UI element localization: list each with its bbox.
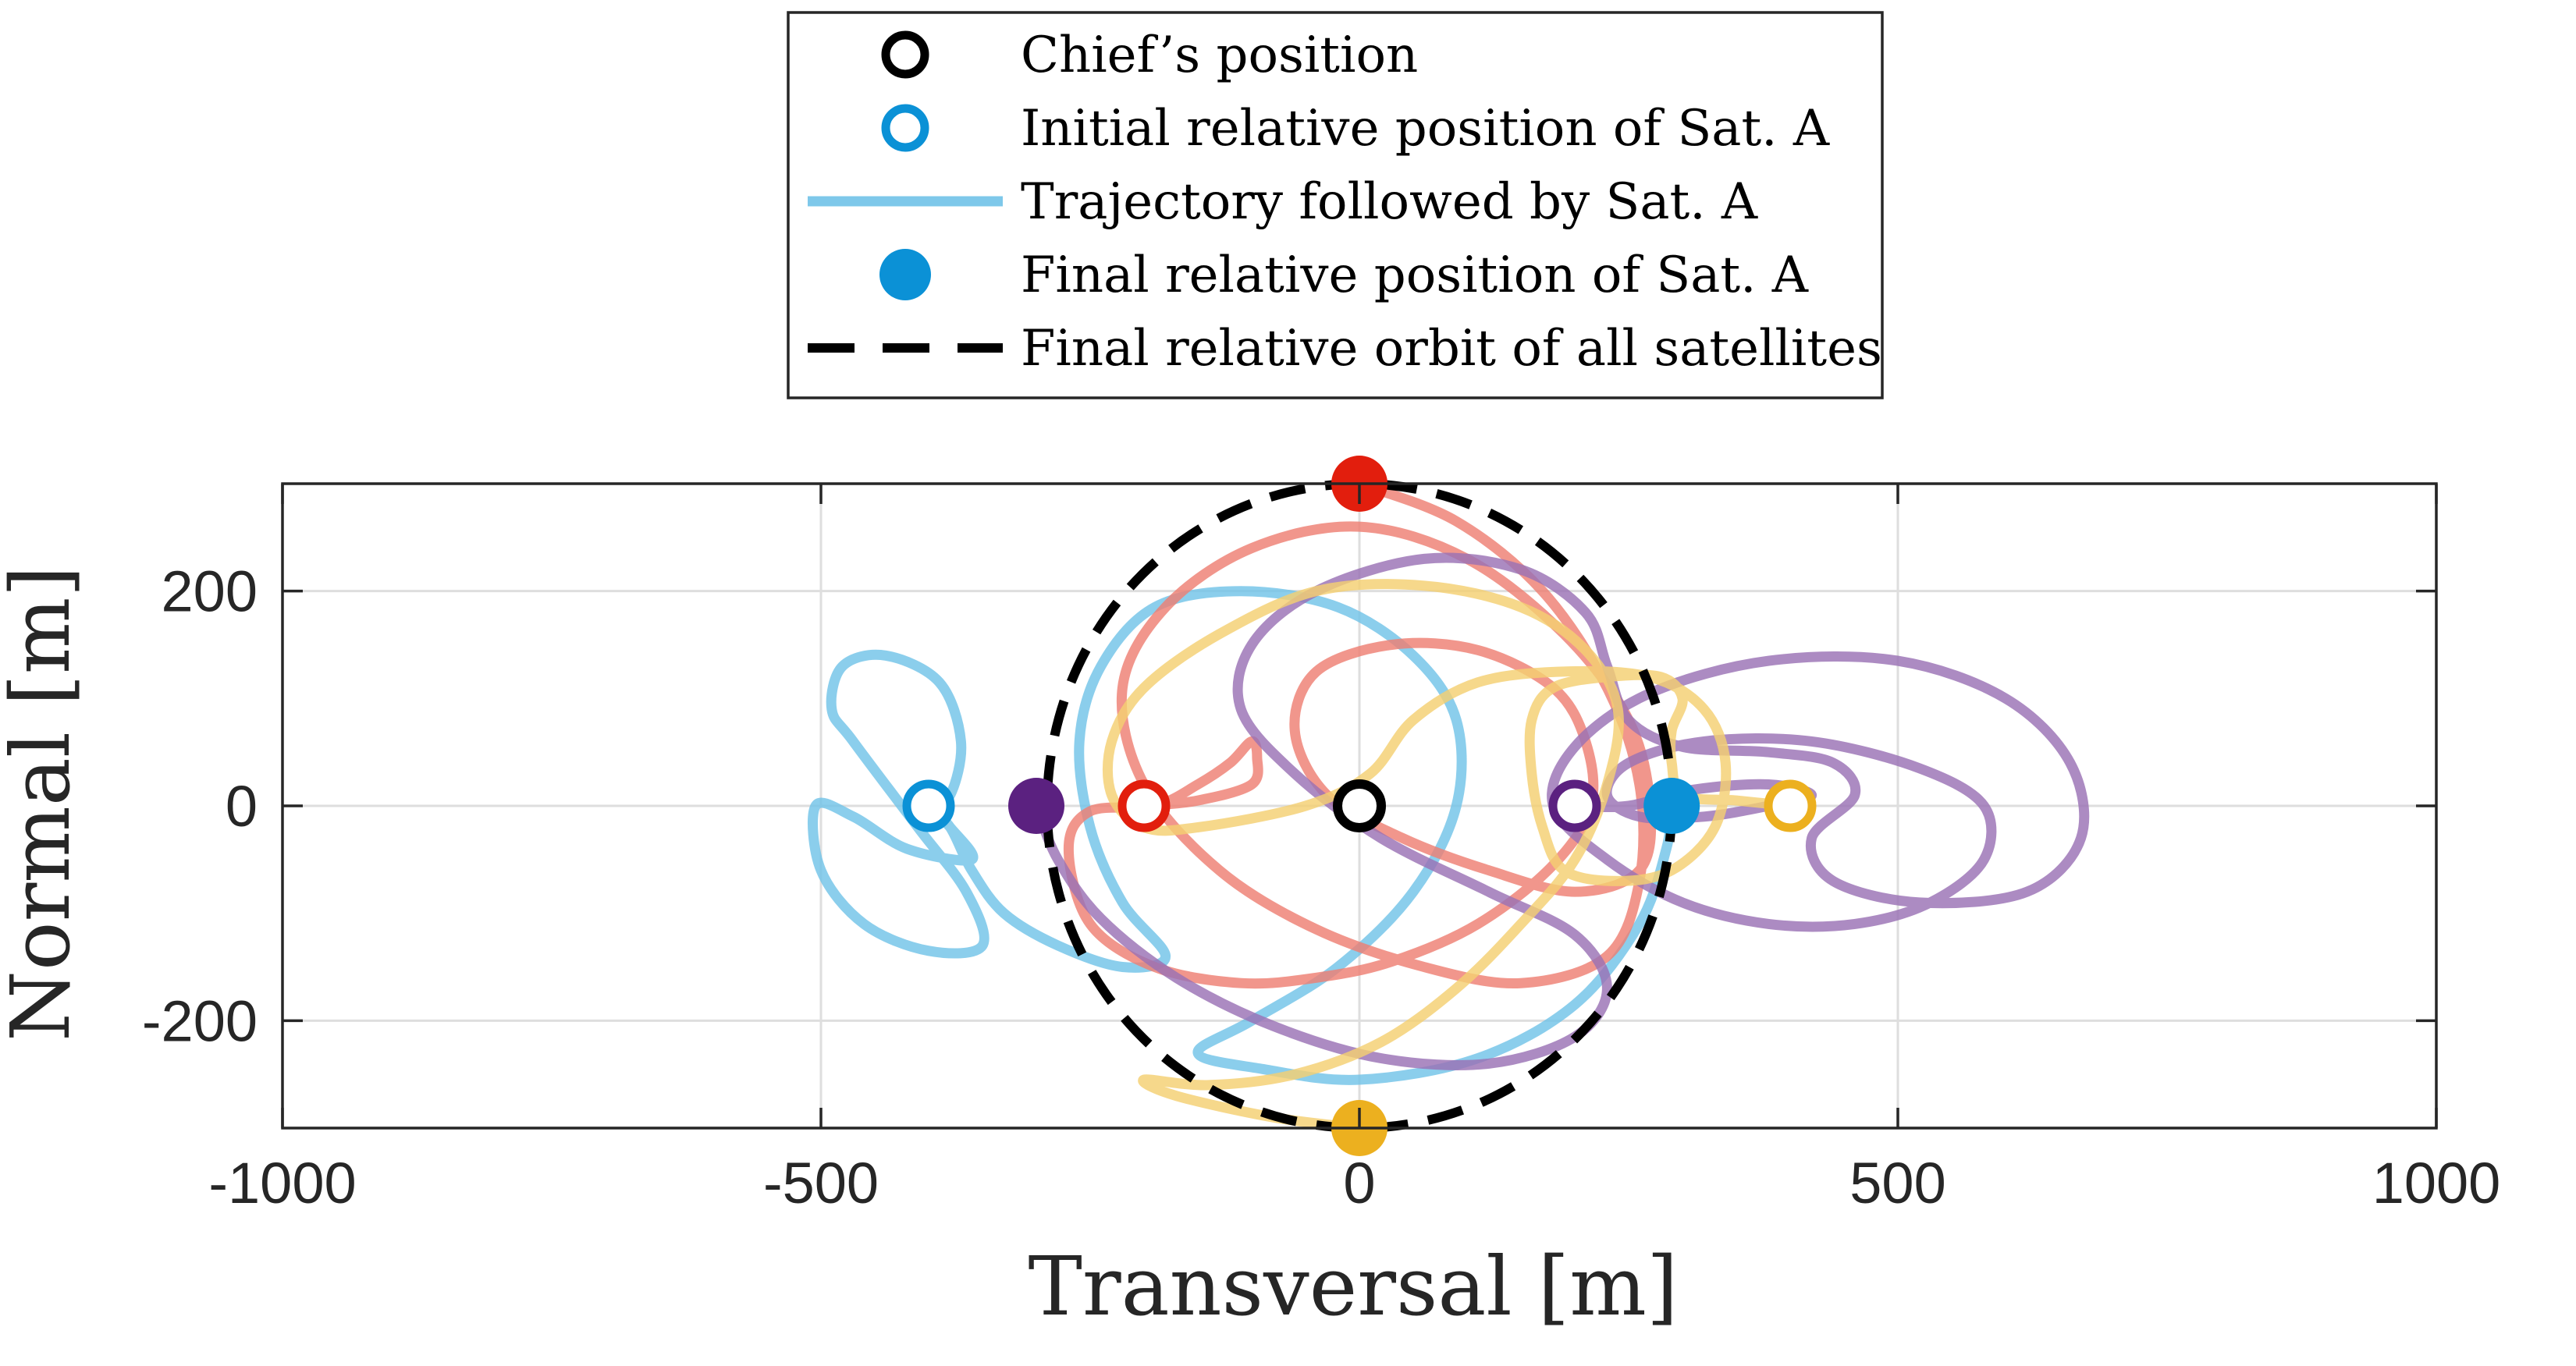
final-position-marker-2: [1008, 778, 1064, 834]
trajectory-line-0: [808, 586, 1677, 1085]
legend-label-1: Initial relative position of Sat. A: [1021, 100, 1830, 158]
x-tick-label-1: -500: [763, 1151, 879, 1215]
x-tick-label-2: 0: [1343, 1151, 1375, 1215]
initial-position-marker-2: [1548, 779, 1601, 832]
chief-position-marker: [1333, 779, 1386, 832]
legend-label-3: Final relative position of Sat. A: [1021, 247, 1809, 304]
x-axis-title: Transversal [m]: [1029, 1239, 1679, 1334]
legend-symbol-open-circle-0: [881, 30, 929, 79]
markers-layer: [902, 456, 1817, 1156]
legend-label-0: Chief’s position: [1021, 27, 1418, 84]
y-tick-label-0: 200: [162, 559, 258, 624]
y-axis-title: Normal [m]: [0, 566, 88, 1041]
legend-symbol-open-circle-1: [881, 104, 929, 152]
y-tick-label-2: -200: [142, 988, 258, 1053]
x-axis-ticks: -1000 -500 0 500 1000: [208, 484, 2500, 1215]
initial-position-marker-1: [1117, 779, 1171, 832]
x-tick-label-0: -1000: [208, 1151, 356, 1215]
x-tick-label-3: 500: [1849, 1151, 1945, 1215]
y-tick-label-1: 0: [226, 774, 258, 839]
trajectory-line-1: [1063, 478, 1657, 989]
y-axis-ticks: 200 0 -200: [142, 559, 2436, 1053]
trajectory-line-2: [1031, 552, 2090, 1070]
plot-area: [281, 456, 2438, 1156]
initial-position-marker-0: [902, 779, 955, 832]
final-position-marker-0: [1643, 778, 1700, 834]
initial-position-marker-3: [1764, 779, 1817, 832]
legend-symbol-filled-circle-3: [879, 249, 931, 300]
x-tick-label-4: 1000: [2372, 1151, 2501, 1215]
legend-label-4: Final relative orbit of all satellites: [1021, 320, 1882, 378]
trajectory-line-3: [1102, 579, 1796, 1134]
legend-label-2: Trajectory followed by Sat. A: [1021, 173, 1758, 231]
